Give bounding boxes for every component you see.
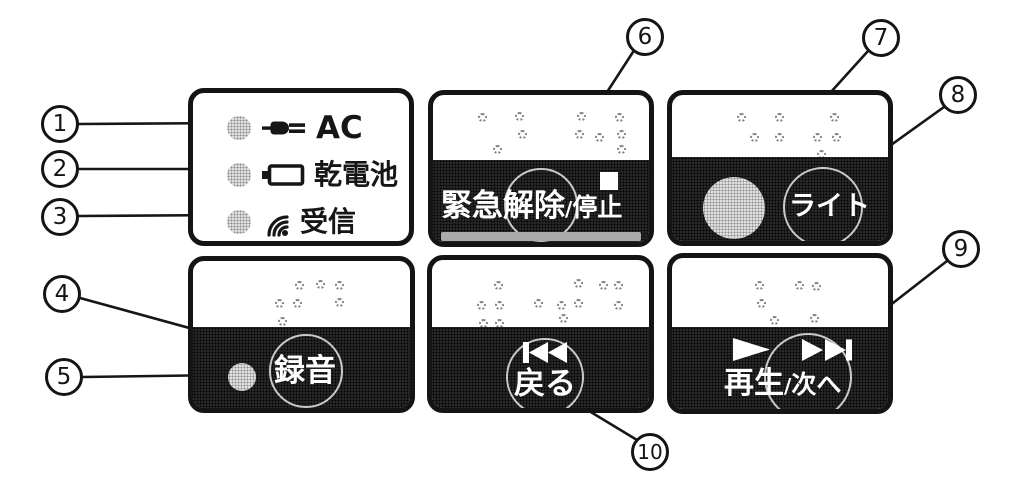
play-braille-label bbox=[672, 258, 888, 327]
reception-indicator-row: 受信 bbox=[227, 207, 356, 237]
callout-1: 1 bbox=[41, 105, 79, 143]
battery-icon bbox=[261, 163, 305, 187]
record-braille-label bbox=[193, 261, 410, 327]
reception-indicator-led bbox=[227, 209, 253, 235]
play-icon bbox=[732, 337, 772, 362]
emergency-button-label-main: 緊急解除 bbox=[441, 188, 565, 224]
record-button-label: 録音 bbox=[274, 353, 336, 389]
record-indicator-led bbox=[228, 363, 256, 391]
back-button-outline bbox=[506, 338, 584, 408]
play-panel: 再生/次へ bbox=[667, 253, 893, 414]
light-button-label: ライト bbox=[789, 191, 870, 222]
ac-indicator-label: AC bbox=[316, 109, 363, 146]
back-button-label: 戻る bbox=[514, 366, 576, 402]
play-next-button-label-sub: 次へ bbox=[791, 370, 842, 399]
play-next-button-label-main: 再生 bbox=[724, 366, 784, 401]
callout-7: 7 bbox=[862, 19, 900, 57]
skip-next-icon bbox=[801, 338, 853, 362]
light-led bbox=[703, 177, 765, 239]
ac-indicator-row: AC bbox=[227, 109, 363, 146]
record-button-outline bbox=[269, 334, 343, 408]
emergency-release-stop-button[interactable]: 緊急解除/停止 bbox=[433, 160, 649, 242]
ac-plug-icon bbox=[261, 115, 307, 141]
battery-indicator-row: 乾電池 bbox=[227, 160, 398, 190]
callout-10: 10 bbox=[631, 433, 669, 471]
callout-6: 6 bbox=[626, 18, 664, 56]
light-braille-label bbox=[672, 95, 888, 159]
emergency-button-gray-bar bbox=[441, 232, 641, 241]
callout-3: 3 bbox=[41, 198, 79, 236]
emergency-button-label-sep: / bbox=[565, 197, 573, 221]
record-button[interactable]: 録音 bbox=[193, 327, 410, 408]
emergency-button-label-sub: 停止 bbox=[572, 193, 623, 222]
record-panel: 録音 bbox=[188, 256, 415, 413]
battery-indicator-label: 乾電池 bbox=[314, 158, 399, 191]
play-next-button-label-sep: / bbox=[784, 374, 792, 398]
callout-8: 8 bbox=[939, 76, 977, 114]
back-button[interactable]: 戻る bbox=[432, 327, 649, 408]
ac-indicator-led bbox=[227, 115, 253, 141]
callout-5: 5 bbox=[45, 358, 83, 396]
play-next-button[interactable]: 再生/次へ bbox=[672, 327, 888, 409]
light-button-outline bbox=[783, 167, 863, 241]
callout-2: 2 bbox=[41, 150, 79, 188]
light-panel: ライト bbox=[667, 90, 893, 246]
callout-4: 4 bbox=[43, 275, 81, 313]
back-braille-label bbox=[432, 260, 649, 328]
indicator-panel: AC 乾電池 bbox=[188, 88, 414, 246]
back-panel: 戻る bbox=[427, 255, 654, 413]
reception-indicator-label: 受信 bbox=[300, 205, 357, 238]
callout-9: 9 bbox=[942, 230, 980, 268]
emergency-braille-label bbox=[433, 95, 649, 160]
skip-back-icon bbox=[522, 341, 568, 364]
emergency-button-outline bbox=[504, 168, 578, 242]
emergency-panel: 緊急解除/停止 bbox=[428, 90, 654, 247]
stop-square-icon bbox=[600, 172, 618, 190]
light-button[interactable]: ライト bbox=[672, 157, 888, 241]
reception-icon bbox=[261, 208, 291, 237]
battery-indicator-led bbox=[227, 162, 253, 188]
play-next-button-outline bbox=[764, 333, 852, 409]
